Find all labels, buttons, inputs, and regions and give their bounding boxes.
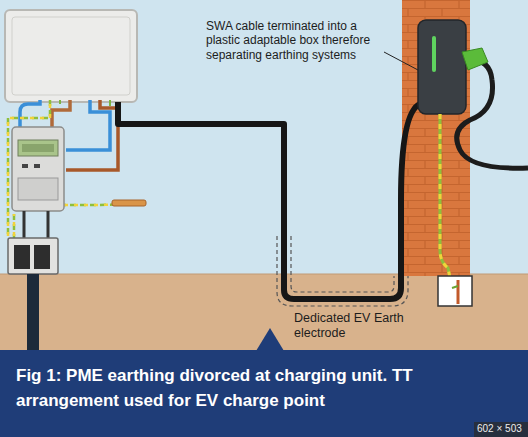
consumer-unit <box>5 10 137 102</box>
service-cutout <box>8 238 58 274</box>
brick-wall <box>402 0 470 276</box>
caption-band <box>0 350 528 437</box>
earth-electrode-box <box>438 276 472 306</box>
callout-note: Dedicated EV Earth electrode <box>292 311 446 341</box>
ev-charger <box>418 20 466 114</box>
supply-cable <box>27 274 39 352</box>
electricity-meter <box>12 127 64 211</box>
callout-note: SWA cable terminated into a plastic adap… <box>206 19 392 62</box>
swa-cable <box>118 102 420 299</box>
watermark: 602 × 503 <box>477 423 522 435</box>
figure-caption: Fig 1: PME earthing divorced at charging… <box>16 364 471 413</box>
leader-line <box>384 52 418 70</box>
charging-plug <box>462 48 488 70</box>
ground <box>0 274 528 352</box>
earth-terminal <box>112 200 146 206</box>
